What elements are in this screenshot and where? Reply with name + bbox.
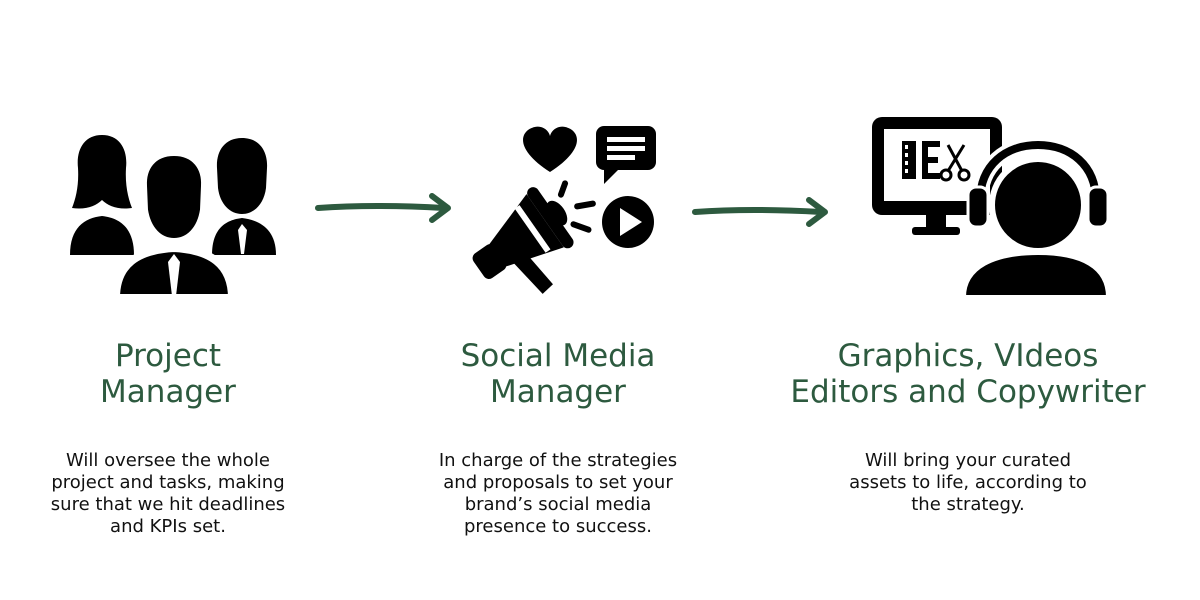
title-line: Project: [114, 338, 222, 374]
desc-line: In charge of the strategies: [438, 450, 678, 471]
team-people-icon: [70, 135, 276, 300]
editor-headset-monitor-icon: [872, 117, 1111, 299]
desc-line: the strategy.: [911, 494, 1025, 515]
desc-line: Will bring your curated: [865, 450, 1071, 471]
step-title: Graphics, VIdeos Editors and Copywriter: [768, 338, 1168, 410]
step-title: Social Media Manager: [358, 338, 758, 410]
desc-line: presence to success.: [464, 516, 652, 537]
desc-line: assets to life, according to: [849, 472, 1087, 493]
step-social-media-manager: Social Media Manager In charge of the st…: [358, 338, 758, 538]
desc-line: project and tasks, making: [51, 472, 285, 493]
step-description: Will bring your curated assets to life, …: [768, 450, 1168, 516]
desc-line: and KPIs set.: [110, 516, 226, 537]
step-title: Project Manager: [0, 338, 368, 410]
title-line: Social Media: [460, 338, 656, 374]
desc-line: sure that we hit deadlines: [50, 494, 286, 515]
desc-line: and proposals to set your: [443, 472, 673, 493]
arrow-right-icon: [692, 197, 828, 227]
desc-line: brand’s social media: [464, 494, 652, 515]
title-line: Manager: [490, 374, 626, 410]
title-line: Manager: [100, 374, 236, 410]
step-description: In charge of the strategies and proposal…: [358, 450, 758, 538]
desc-line: Will oversee the whole: [66, 450, 270, 471]
step-graphics-video-editors-copywriter: Graphics, VIdeos Editors and Copywriter …: [768, 338, 1168, 516]
megaphone-social-icon: [472, 126, 656, 294]
title-line: Graphics, VIdeos: [837, 338, 1099, 374]
step-project-manager: Project Manager Will oversee the whole p…: [0, 338, 368, 538]
title-line: Editors and Copywriter: [790, 374, 1146, 410]
arrow-right-icon: [315, 193, 451, 223]
step-description: Will oversee the whole project and tasks…: [0, 450, 368, 538]
